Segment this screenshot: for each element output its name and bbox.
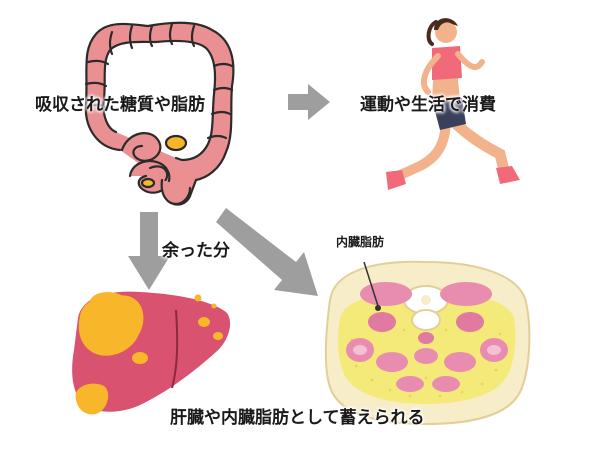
visceral-fat-label: 内臓脂肪 bbox=[336, 235, 385, 249]
liver-icon bbox=[72, 291, 231, 415]
arrow-diagonal-icon bbox=[216, 208, 318, 296]
arrow-down-icon bbox=[128, 212, 170, 290]
absorbed-sugar-fat-label: 吸収された糖質や脂肪 bbox=[35, 95, 205, 115]
consumed-by-activity-label: 運動や生活で消費 bbox=[360, 95, 496, 115]
excess-label: 余った分 bbox=[162, 241, 230, 261]
runner-icon bbox=[386, 18, 520, 190]
intestine-icon bbox=[84, 21, 235, 206]
abdomen-cross-section-icon bbox=[324, 260, 531, 426]
arrow-right-icon bbox=[288, 84, 330, 120]
stored-as-fat-label: 肝臓や内臓脂肪として蓄えられる bbox=[170, 408, 425, 428]
